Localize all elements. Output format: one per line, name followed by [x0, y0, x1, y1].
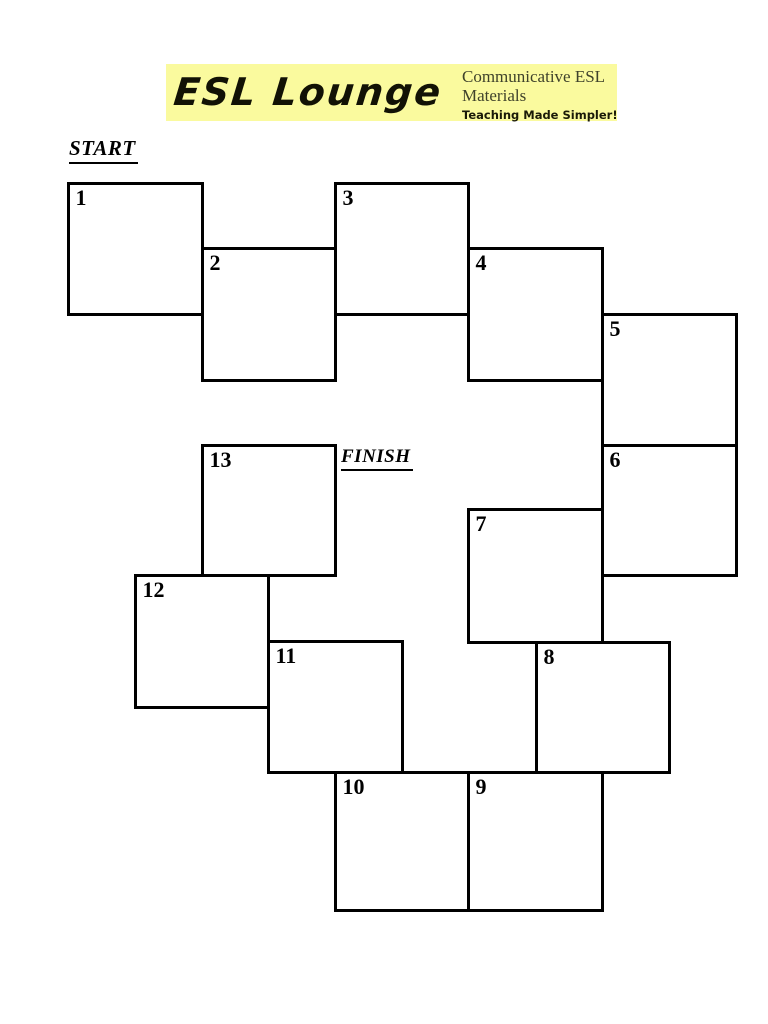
tagline-slogan: Teaching Made Simpler!: [462, 108, 618, 122]
maze-box-3: 3: [333, 181, 470, 316]
maze-box-10: 10: [333, 770, 470, 912]
box-number: 3: [342, 184, 354, 210]
banner-tagline: Communicative ESL Materials Teaching Mad…: [462, 67, 618, 122]
maze-box-9: 9: [466, 770, 604, 912]
box-number: 8: [543, 643, 555, 669]
maze-box-5: 5: [600, 312, 738, 447]
logo-text: ESL Lounge: [171, 70, 445, 114]
maze-box-7: 7: [466, 507, 604, 644]
box-number: 4: [475, 249, 487, 275]
maze-box-2: 2: [200, 246, 337, 382]
box-number: 6: [609, 446, 621, 472]
esl-lounge-banner: ESL Lounge Communicative ESL Materials T…: [166, 64, 618, 122]
maze-box-11: 11: [266, 639, 404, 774]
maze-box-13: 13: [200, 443, 337, 577]
box-number: 9: [475, 773, 487, 799]
maze-box-4: 4: [466, 246, 604, 382]
box-number: 11: [275, 642, 297, 668]
tagline-line2: Materials: [462, 86, 527, 105]
box-number: 2: [209, 249, 221, 275]
box-number: 7: [475, 510, 487, 536]
maze-box-8: 8: [534, 640, 671, 774]
box-number: 12: [142, 576, 165, 602]
maze-box-12: 12: [133, 573, 270, 709]
start-label: START: [69, 136, 138, 164]
tagline-line1: Communicative ESL: [462, 67, 606, 86]
box-number: 10: [342, 773, 365, 799]
box-number: 1: [75, 184, 87, 210]
box-number: 5: [609, 315, 621, 341]
box-number: 13: [209, 446, 232, 472]
finish-label: FINISH: [341, 446, 413, 471]
maze-box-6: 6: [600, 443, 738, 577]
maze-box-1: 1: [66, 181, 204, 316]
